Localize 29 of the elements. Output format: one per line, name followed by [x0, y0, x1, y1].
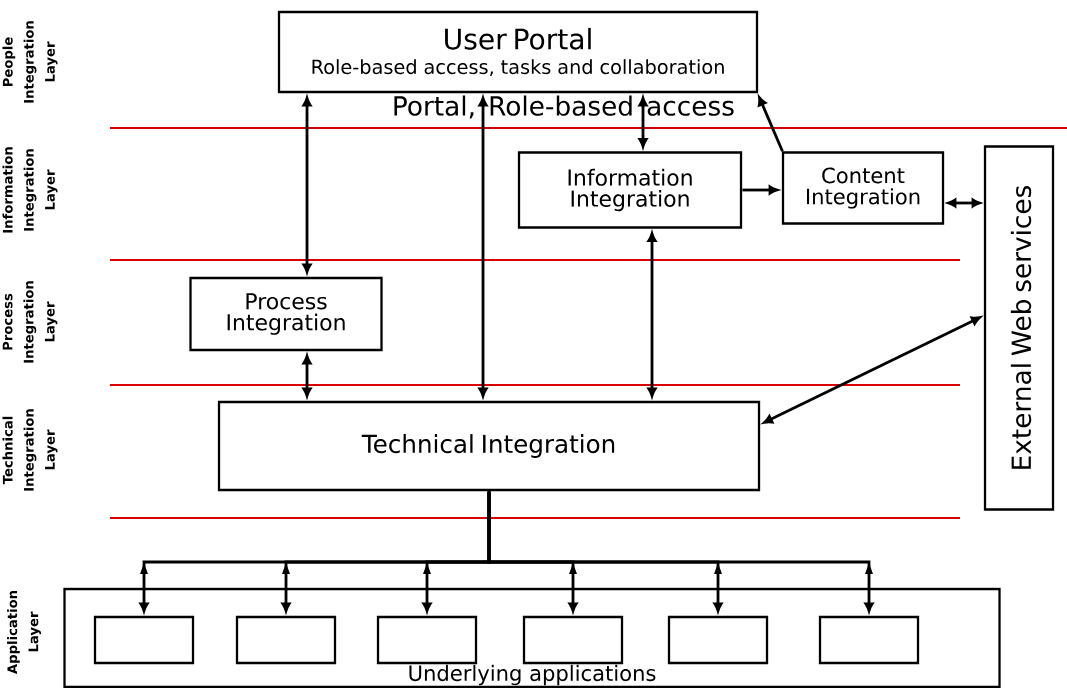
- integration-box: Content Integration: [781, 151, 945, 225]
- arrow: [763, 316, 981, 424]
- application-box: [235, 615, 337, 665]
- integration-box: Process Integration: [189, 276, 383, 352]
- arrow: [742, 185, 779, 195]
- layer-label: Process Integration Layer: [2, 281, 58, 363]
- arrow: [302, 96, 312, 274]
- application-box: [667, 615, 769, 665]
- application-box: [376, 615, 478, 665]
- layer-label: Technical Integration Layer: [2, 409, 58, 491]
- arrow: [487, 491, 874, 613]
- layer-label: Information Integration Layer: [2, 147, 58, 233]
- arrow: [302, 354, 312, 398]
- layer-label: People Integration Layer: [2, 21, 58, 103]
- layer-label: Application Layer: [7, 591, 41, 674]
- arrow: [638, 96, 648, 148]
- arrow: [757, 96, 784, 152]
- integration-box: Technical Integration: [217, 400, 761, 492]
- arrow: [647, 232, 657, 398]
- integration-box: Information Integration: [517, 151, 743, 229]
- arrow: [478, 96, 488, 398]
- application-box: [818, 615, 920, 665]
- services-box: External Web services: [983, 145, 1055, 511]
- application-box: [522, 615, 624, 665]
- section-label: Portal, Role-based access: [394, 95, 734, 119]
- portal-box: User Portal Role-based access, tasks and collaboration: [277, 10, 759, 94]
- application-box: [93, 615, 195, 665]
- application-container: Underlying applications: [63, 587, 1001, 688]
- arrow: [947, 198, 981, 208]
